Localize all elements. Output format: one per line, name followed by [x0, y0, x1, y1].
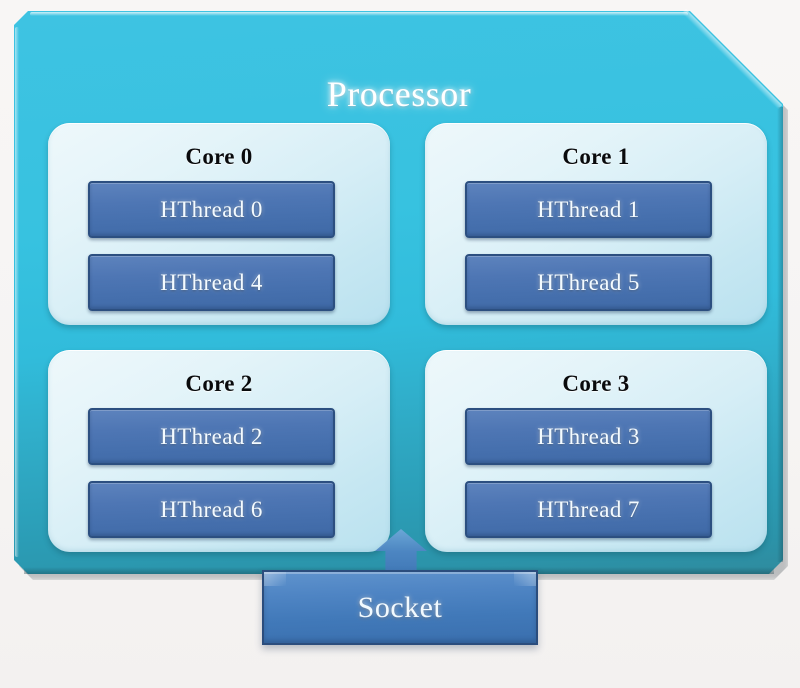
processor-title: Processor: [326, 74, 472, 114]
hthread-box-0[interactable]: HThread 0: [88, 181, 335, 238]
hthread-box-1[interactable]: HThread 1: [465, 181, 712, 238]
socket-block[interactable]: Socket: [262, 570, 538, 645]
hthread-label-4: HThread 4: [160, 270, 263, 295]
hthread-box-6[interactable]: HThread 6: [88, 481, 335, 538]
hthread-box-7[interactable]: HThread 7: [465, 481, 712, 538]
hthread-box-5[interactable]: HThread 5: [465, 254, 712, 311]
hthread-box-3[interactable]: HThread 3: [465, 408, 712, 465]
hthread-box-4[interactable]: HThread 4: [88, 254, 335, 311]
hthread-box-2[interactable]: HThread 2: [88, 408, 335, 465]
socket-left-bevel: [264, 572, 286, 586]
socket-label: Socket: [357, 590, 443, 624]
processor-left-bevel: [15, 27, 19, 557]
hthread-label-3: HThread 3: [537, 424, 640, 449]
hthread-label-1: HThread 1: [537, 197, 640, 222]
core-panel-1[interactable]: Core 1 HThread 1 HThread 5: [425, 123, 767, 325]
hthread-label-7: HThread 7: [537, 497, 640, 522]
core-panel-0[interactable]: Core 0 HThread 0 HThread 4: [48, 123, 390, 325]
core-grid: Core 0 HThread 0 HThread 4 Core 1 HThrea…: [14, 11, 784, 574]
processor-top-bevel: [30, 12, 688, 16]
core-label-3: Core 3: [562, 371, 630, 396]
processor-right-edge: [777, 107, 783, 562]
socket-right-bevel: [514, 572, 536, 586]
hthread-label-5: HThread 5: [537, 270, 640, 295]
core-label-2: Core 2: [185, 371, 253, 396]
hthread-label-6: HThread 6: [160, 497, 263, 522]
core-label-0: Core 0: [185, 144, 253, 169]
hthread-label-0: HThread 0: [160, 197, 263, 222]
core-panel-2[interactable]: Core 2 HThread 2 HThread 6: [48, 350, 390, 552]
core-panel-3[interactable]: Core 3 HThread 3 HThread 7: [425, 350, 767, 552]
core-label-1: Core 1: [562, 144, 630, 169]
hthread-label-2: HThread 2: [160, 424, 263, 449]
processor-block: Processor Core 0 HThread 0 HThread 4 Cor…: [14, 9, 788, 580]
